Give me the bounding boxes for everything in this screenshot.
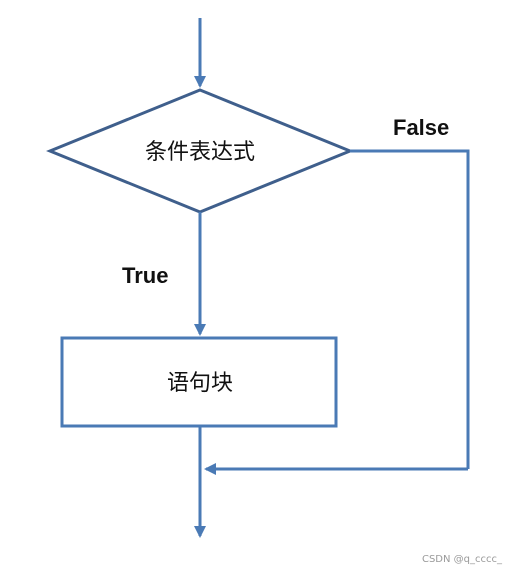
block-label: 语句块 bbox=[167, 371, 233, 396]
statement-block bbox=[60, 336, 338, 428]
condition-label: 条件表达式 bbox=[145, 140, 255, 165]
watermark: CSDN @q_cccc_ bbox=[421, 554, 502, 565]
false-branch-line bbox=[350, 149, 470, 469]
false-label: False bbox=[393, 115, 449, 140]
true-label: True bbox=[122, 263, 168, 288]
